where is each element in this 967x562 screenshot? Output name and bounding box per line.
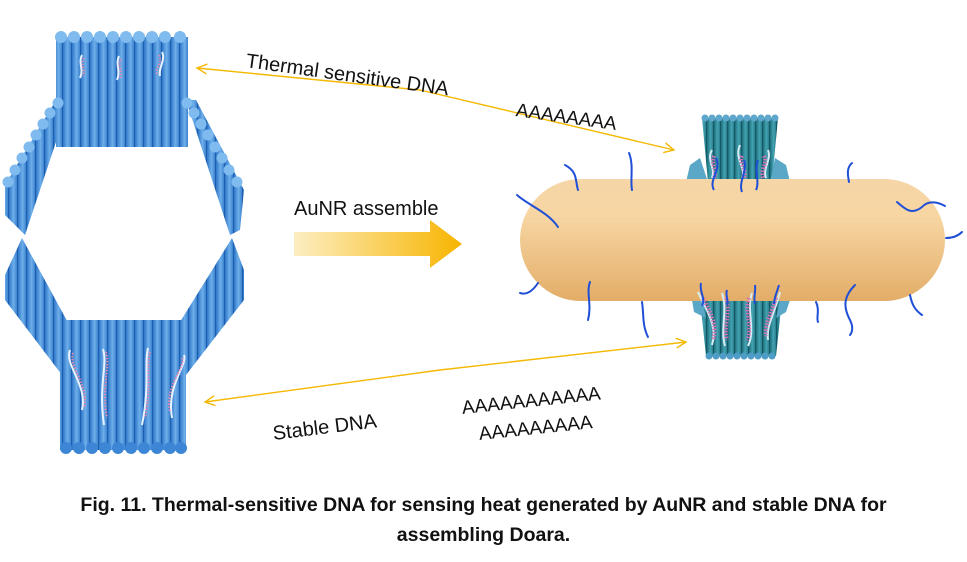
gold-nanorod: [520, 179, 945, 301]
assembled-aunr: [516, 114, 963, 360]
origami-upper-right-arm: [186, 100, 244, 235]
thermal-pointer-arrow-to-rod: [419, 89, 674, 150]
thermal-dna-strands-hexagon: [79, 51, 165, 81]
label-aunr-assemble: AuNR assemble: [294, 198, 439, 220]
origami-lower-right-arm: [175, 238, 244, 375]
origami-top-block: [55, 31, 188, 147]
rod-origami-top: [686, 114, 790, 182]
origami-upper-left-arm: [5, 100, 70, 235]
stable-dna-strands-rod: [697, 282, 781, 347]
stable-pointer-arrow-to-hexagon: [205, 369, 441, 402]
stable-pointer-arrow-to-rod: [439, 342, 686, 371]
thermal-pointer-arrow-to-hexagon: [197, 68, 421, 91]
assemble-arrow: [294, 220, 462, 268]
origami-bottom-block: [60, 320, 187, 454]
stable-dna-strands-hexagon: [68, 347, 186, 426]
free-dna-strands: [516, 152, 963, 338]
thermal-dna-strands-rod: [709, 144, 770, 193]
caption-line-2: assembling Doara.: [396, 524, 571, 546]
figure-caption: Fig. 11. Thermal-sensitive DNA for sensi…: [0, 490, 967, 550]
diagram-canvas: [2, 31, 963, 454]
origami-lower-left-arm: [5, 238, 72, 375]
dna-origami-hexagon: [2, 31, 244, 454]
caption-line-1: Fig. 11. Thermal-sensitive DNA for sensi…: [80, 494, 887, 516]
